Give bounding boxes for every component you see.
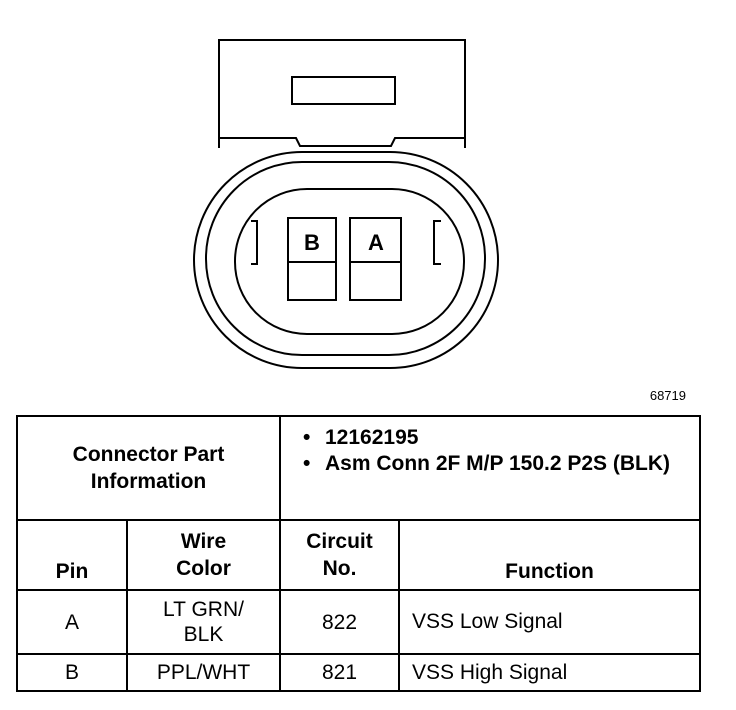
pin-label-a: A — [368, 230, 384, 255]
locking-tab-housing — [218, 39, 466, 148]
table-row: B PPL/WHT 821 VSS High Signal — [16, 653, 701, 692]
header-circuit-no: Circuit No. — [279, 519, 400, 591]
connector-label-line1: Connector Part — [72, 443, 225, 466]
row-circuit: 822 — [279, 589, 400, 655]
terminal-cavity-a — [349, 217, 402, 301]
part-description-item: Asm Conn 2F M/P 150.2 P2S (BLK) — [303, 451, 699, 477]
row-function: VSS Low Signal — [398, 589, 701, 655]
row-pin: A — [16, 589, 128, 655]
column-header-row: Pin Wire Color Circuit No. Function — [16, 519, 701, 591]
connector-part-info-label: Connector Part Information — [16, 415, 281, 521]
header-pin: Pin — [16, 519, 128, 591]
table-row: A LT GRN/ BLK 822 VSS Low Signal — [16, 589, 701, 655]
row-wire-color: PPL/WHT — [126, 653, 281, 692]
row-circuit: 821 — [279, 653, 400, 692]
right-key — [433, 220, 441, 265]
locking-tab-slot — [291, 76, 396, 105]
diagram-reference-number: 68719 — [649, 388, 686, 403]
connector-pinout-table: Connector Part Information 12162195 Asm … — [16, 415, 701, 692]
pin-label-b: B — [304, 230, 320, 255]
header-function: Function — [398, 519, 701, 591]
connector-face-drawing: B A — [193, 39, 499, 369]
header-wire-color: Wire Color — [126, 519, 281, 591]
connector-outer-shell — [193, 151, 499, 369]
connector-info-row: Connector Part Information 12162195 Asm … — [16, 415, 701, 521]
connector-face-recess — [234, 188, 465, 335]
row-pin: B — [16, 653, 128, 692]
part-number-item: 12162195 — [303, 425, 699, 451]
row-function: VSS High Signal — [398, 653, 701, 692]
left-key — [251, 220, 258, 265]
row-wire-color: LT GRN/ BLK — [126, 589, 281, 655]
latch-ridge — [219, 137, 465, 147]
connector-part-list: 12162195 Asm Conn 2F M/P 150.2 P2S (BLK) — [279, 415, 701, 521]
terminal-cavity-b — [287, 217, 337, 301]
connector-shell-rim — [205, 161, 486, 356]
connector-label-line2: Information — [90, 470, 207, 493]
